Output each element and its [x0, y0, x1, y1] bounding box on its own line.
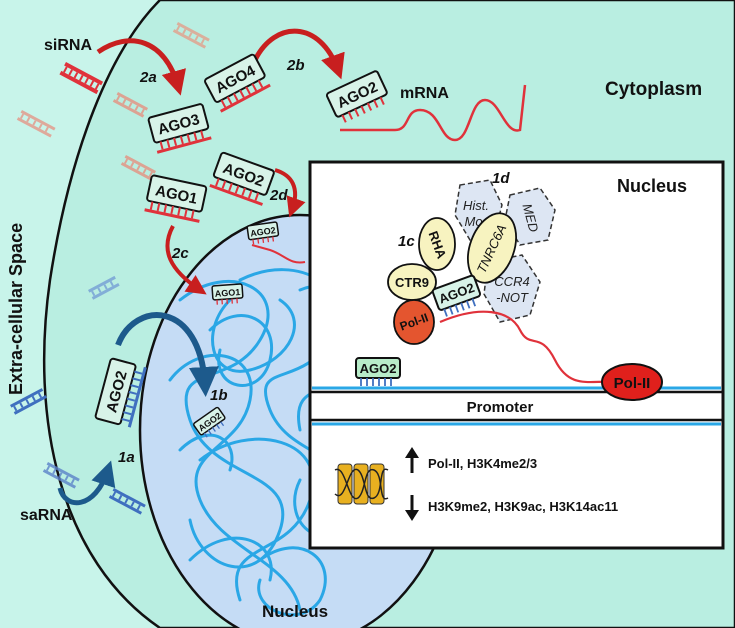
rha-protein: RHA: [419, 218, 455, 270]
step-2a: 2a: [139, 69, 157, 86]
downregulated-marks: H3K9me2, H3K9ac, H3K14ac11: [428, 499, 618, 514]
svg-text:AGO1: AGO1: [214, 287, 240, 299]
step-2d: 2d: [269, 187, 288, 204]
sirna-label: siRNA: [44, 37, 92, 54]
ctr9-protein: CTR9: [388, 264, 436, 300]
inset-nucleus-title: Nucleus: [617, 176, 687, 196]
cytoplasm-label: Cytoplasm: [605, 79, 702, 100]
step-1c: 1c: [398, 233, 415, 250]
nucleosome-icon: [335, 464, 388, 504]
pol2-protein-small: Pol-II: [394, 300, 434, 344]
svg-text:Pol-II: Pol-II: [614, 375, 651, 392]
step-2b: 2b: [286, 57, 305, 74]
nucleus-inset: Hist. Mod. MED CCR4 -NOT TNRC6A RHA CTR9: [310, 162, 723, 548]
svg-text:-NOT: -NOT: [496, 290, 529, 305]
promoter-label: Promoter: [467, 399, 534, 416]
step-1d: 1d: [492, 170, 510, 187]
step-2c: 2c: [171, 245, 189, 262]
cell-nucleus-label: Nucleus: [262, 602, 328, 621]
svg-text:CTR9: CTR9: [395, 275, 429, 290]
pol2-protein-large: Pol-II: [602, 364, 662, 400]
extracellular-label: Extra-cellular Space: [6, 223, 26, 395]
step-1a: 1a: [118, 449, 135, 466]
step-1b: 1b: [210, 387, 228, 404]
sarna-label: saRNA: [20, 507, 73, 524]
svg-text:Hist.: Hist.: [463, 198, 489, 213]
svg-text:AGO2: AGO2: [360, 361, 397, 376]
upregulated-marks: Pol-II, H3K4me2/3: [428, 456, 537, 471]
mrna-label: mRNA: [400, 85, 449, 102]
